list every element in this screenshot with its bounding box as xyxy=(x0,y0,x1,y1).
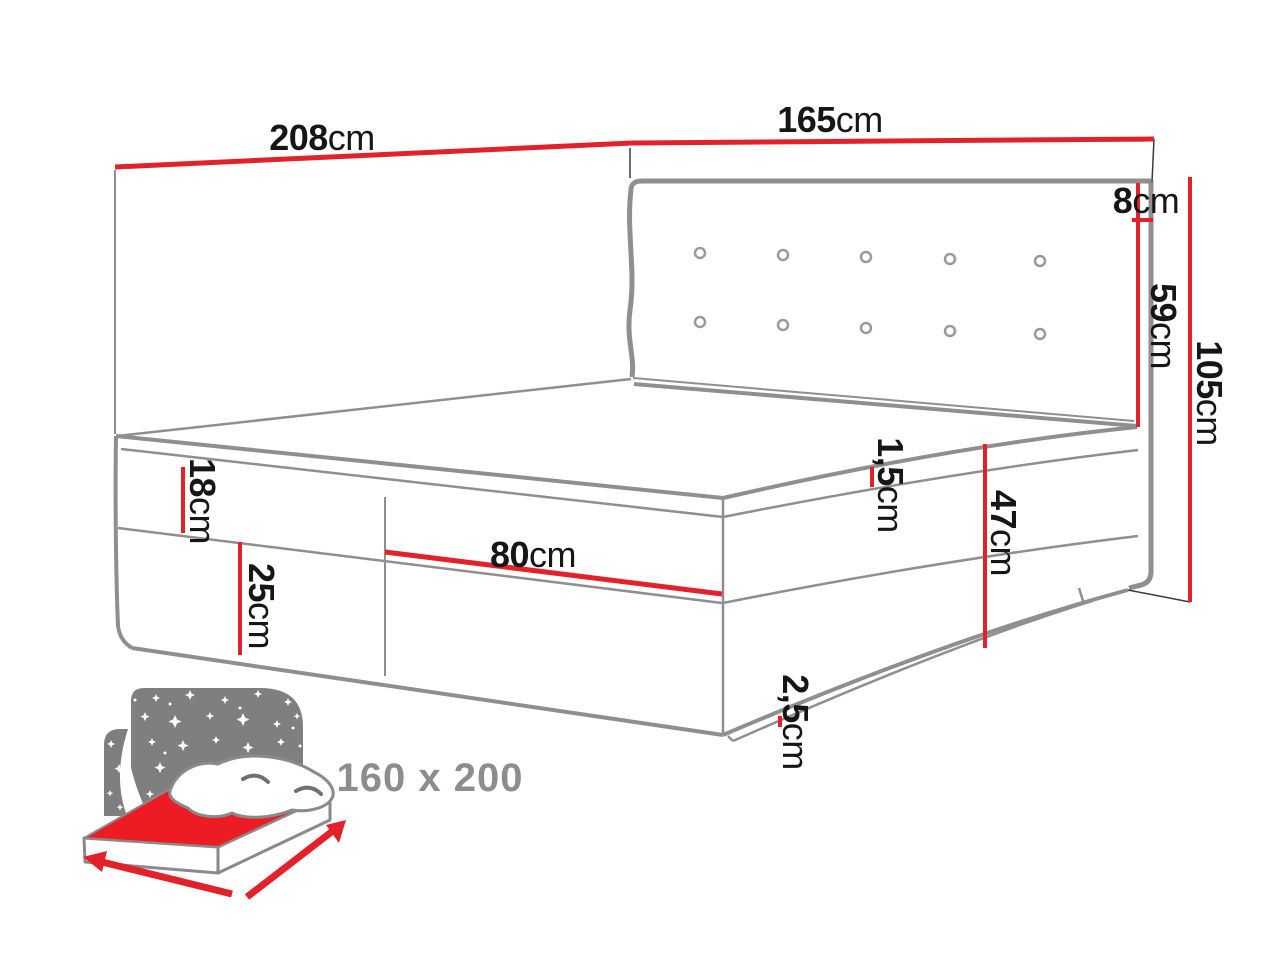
dim-label-25cm: 25cm xyxy=(241,563,282,649)
width-arrowhead-icon xyxy=(83,851,107,872)
dim-label-105cm: 105cm xyxy=(1189,340,1230,446)
width-arrow-icon xyxy=(101,858,233,898)
dim-line-165 xyxy=(631,136,1155,146)
wall-panels xyxy=(114,148,1154,591)
icon-pillow-right xyxy=(294,785,323,796)
headboard-top-edge xyxy=(628,178,1151,191)
button-icon xyxy=(1033,254,1047,268)
mattress-back-left-edge xyxy=(116,377,632,438)
dim-label-47cm: 47cm xyxy=(983,490,1024,576)
foot-face-rim-line xyxy=(120,447,724,519)
dim-label-8cm: 8cm xyxy=(1113,180,1180,221)
dim-line-208 xyxy=(114,140,633,170)
size-badge: 160 x 200 xyxy=(337,756,524,800)
extension-line-bottom xyxy=(1127,589,1191,603)
side-face-top-edge xyxy=(722,425,1138,500)
side-face-seam xyxy=(722,534,1139,605)
dim-label-208cm: 208cm xyxy=(269,117,375,158)
bed-size-icon: 160 x 200 xyxy=(82,688,524,900)
foot-face-top-edge xyxy=(115,434,724,500)
mattress-back-right-edge xyxy=(633,382,1138,428)
dim-line-80 xyxy=(384,549,723,597)
side-face-rim-line xyxy=(722,448,1139,519)
button-icon xyxy=(943,252,957,266)
dim-label-165cm: 165cm xyxy=(777,99,883,140)
extension-lines xyxy=(1127,138,1191,603)
dim-label-18cm: 18cm xyxy=(182,458,223,544)
button-icon xyxy=(776,248,790,262)
headboard-left-edge xyxy=(626,189,636,378)
button-icon xyxy=(943,324,957,338)
dim-label-1-5cm: 1,5cm xyxy=(870,437,911,533)
headboard-bottom-edge xyxy=(632,377,1135,422)
length-arrowhead-icon xyxy=(326,820,346,843)
right-panel-edge xyxy=(1128,181,1154,591)
headboard-buttons xyxy=(693,246,1047,341)
icon-pillow-left xyxy=(241,773,270,784)
extension-line-top xyxy=(1151,138,1155,183)
button-icon xyxy=(859,250,873,264)
button-icon xyxy=(776,318,790,332)
plinth-corner xyxy=(727,735,734,742)
icon-duvet xyxy=(168,754,335,819)
button-icon xyxy=(693,315,707,329)
dimension-labels: 208cm 165cm 8cm 59cm 105cm 18cm 25cm 80c… xyxy=(182,99,1230,770)
bed-left-edge xyxy=(113,435,134,650)
button-icon xyxy=(859,321,873,335)
bed-body xyxy=(113,377,1139,743)
button-icon xyxy=(693,246,707,260)
dim-label-2-5cm: 2,5cm xyxy=(775,674,816,770)
icon-dimension-arrows xyxy=(83,820,346,900)
button-icon xyxy=(1033,327,1047,341)
foot-face-seam xyxy=(117,526,723,605)
dimension-lines xyxy=(114,136,1192,727)
dim-label-80cm: 80cm xyxy=(490,534,576,575)
plinth-line xyxy=(732,599,1093,743)
foot-face-bottom-edge xyxy=(131,646,724,737)
bed-foot xyxy=(1077,587,1085,602)
length-arrow-icon xyxy=(244,827,337,900)
dim-label-59cm: 59cm xyxy=(1143,283,1184,369)
